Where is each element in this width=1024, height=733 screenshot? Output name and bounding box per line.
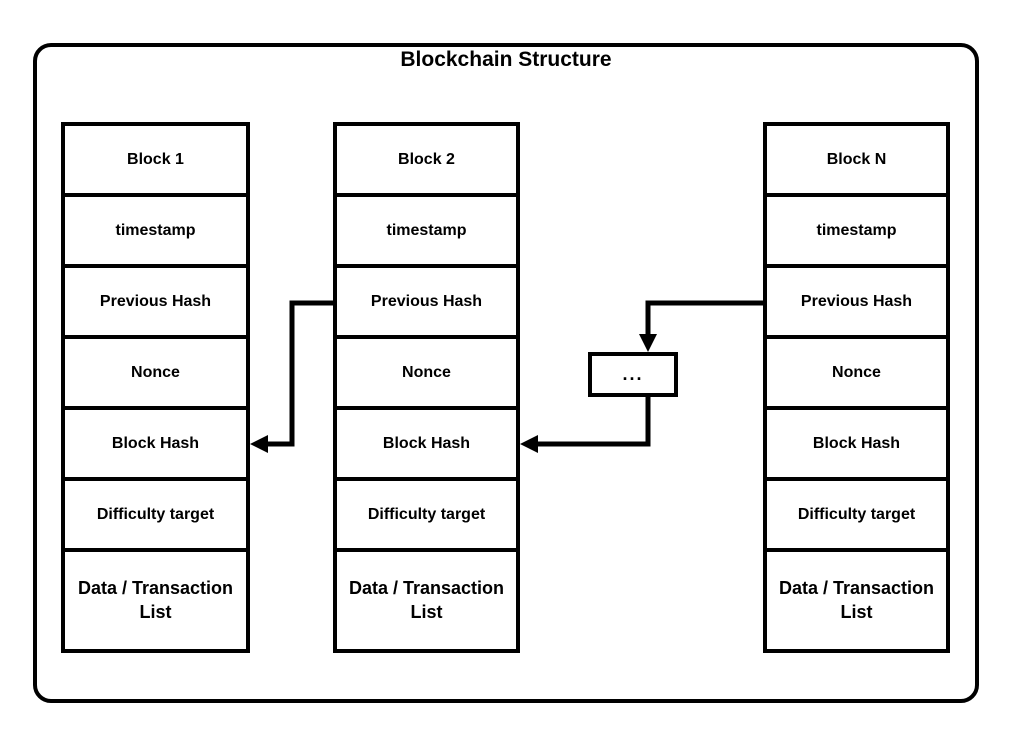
block-2-timestamp-cell: timestamp — [337, 197, 516, 268]
block-1-difficulty-target-cell: Difficulty target — [65, 481, 246, 552]
block-n-column: Block N timestamp Previous Hash Nonce Bl… — [763, 122, 950, 653]
block-2-nonce-cell: Nonce — [337, 339, 516, 410]
block-1-column: Block 1 timestamp Previous Hash Nonce Bl… — [61, 122, 250, 653]
block-1-timestamp-cell: timestamp — [65, 197, 246, 268]
diagram-title: Blockchain Structure — [400, 48, 612, 71]
block-1-previous-hash-cell: Previous Hash — [65, 268, 246, 339]
block-2-previous-hash-cell: Previous Hash — [337, 268, 516, 339]
block-n-previous-hash-cell: Previous Hash — [767, 268, 946, 339]
block-n-block-hash-cell: Block Hash — [767, 410, 946, 481]
block-2-column: Block 2 timestamp Previous Hash Nonce Bl… — [333, 122, 520, 653]
block-2-difficulty-target-cell: Difficulty target — [337, 481, 516, 552]
block-n-nonce-cell: Nonce — [767, 339, 946, 410]
block-2-header: Block 2 — [337, 126, 516, 197]
block-n-header: Block N — [767, 126, 946, 197]
block-1-block-hash-cell: Block Hash — [65, 410, 246, 481]
block-1-data-list-cell: Data / Transaction List — [77, 578, 234, 622]
block-n-data-list-cell: Data / Transaction List — [778, 578, 935, 622]
block-1-nonce-cell: Nonce — [65, 339, 246, 410]
block-2-block-hash-cell: Block Hash — [337, 410, 516, 481]
block-2-data-list-cell: Data / Transaction List — [348, 578, 505, 622]
block-1-header: Block 1 — [65, 126, 246, 197]
block-n-difficulty-target-cell: Difficulty target — [767, 481, 946, 552]
block-n-timestamp-cell: timestamp — [767, 197, 946, 268]
ellipsis-box: ... — [588, 352, 678, 397]
